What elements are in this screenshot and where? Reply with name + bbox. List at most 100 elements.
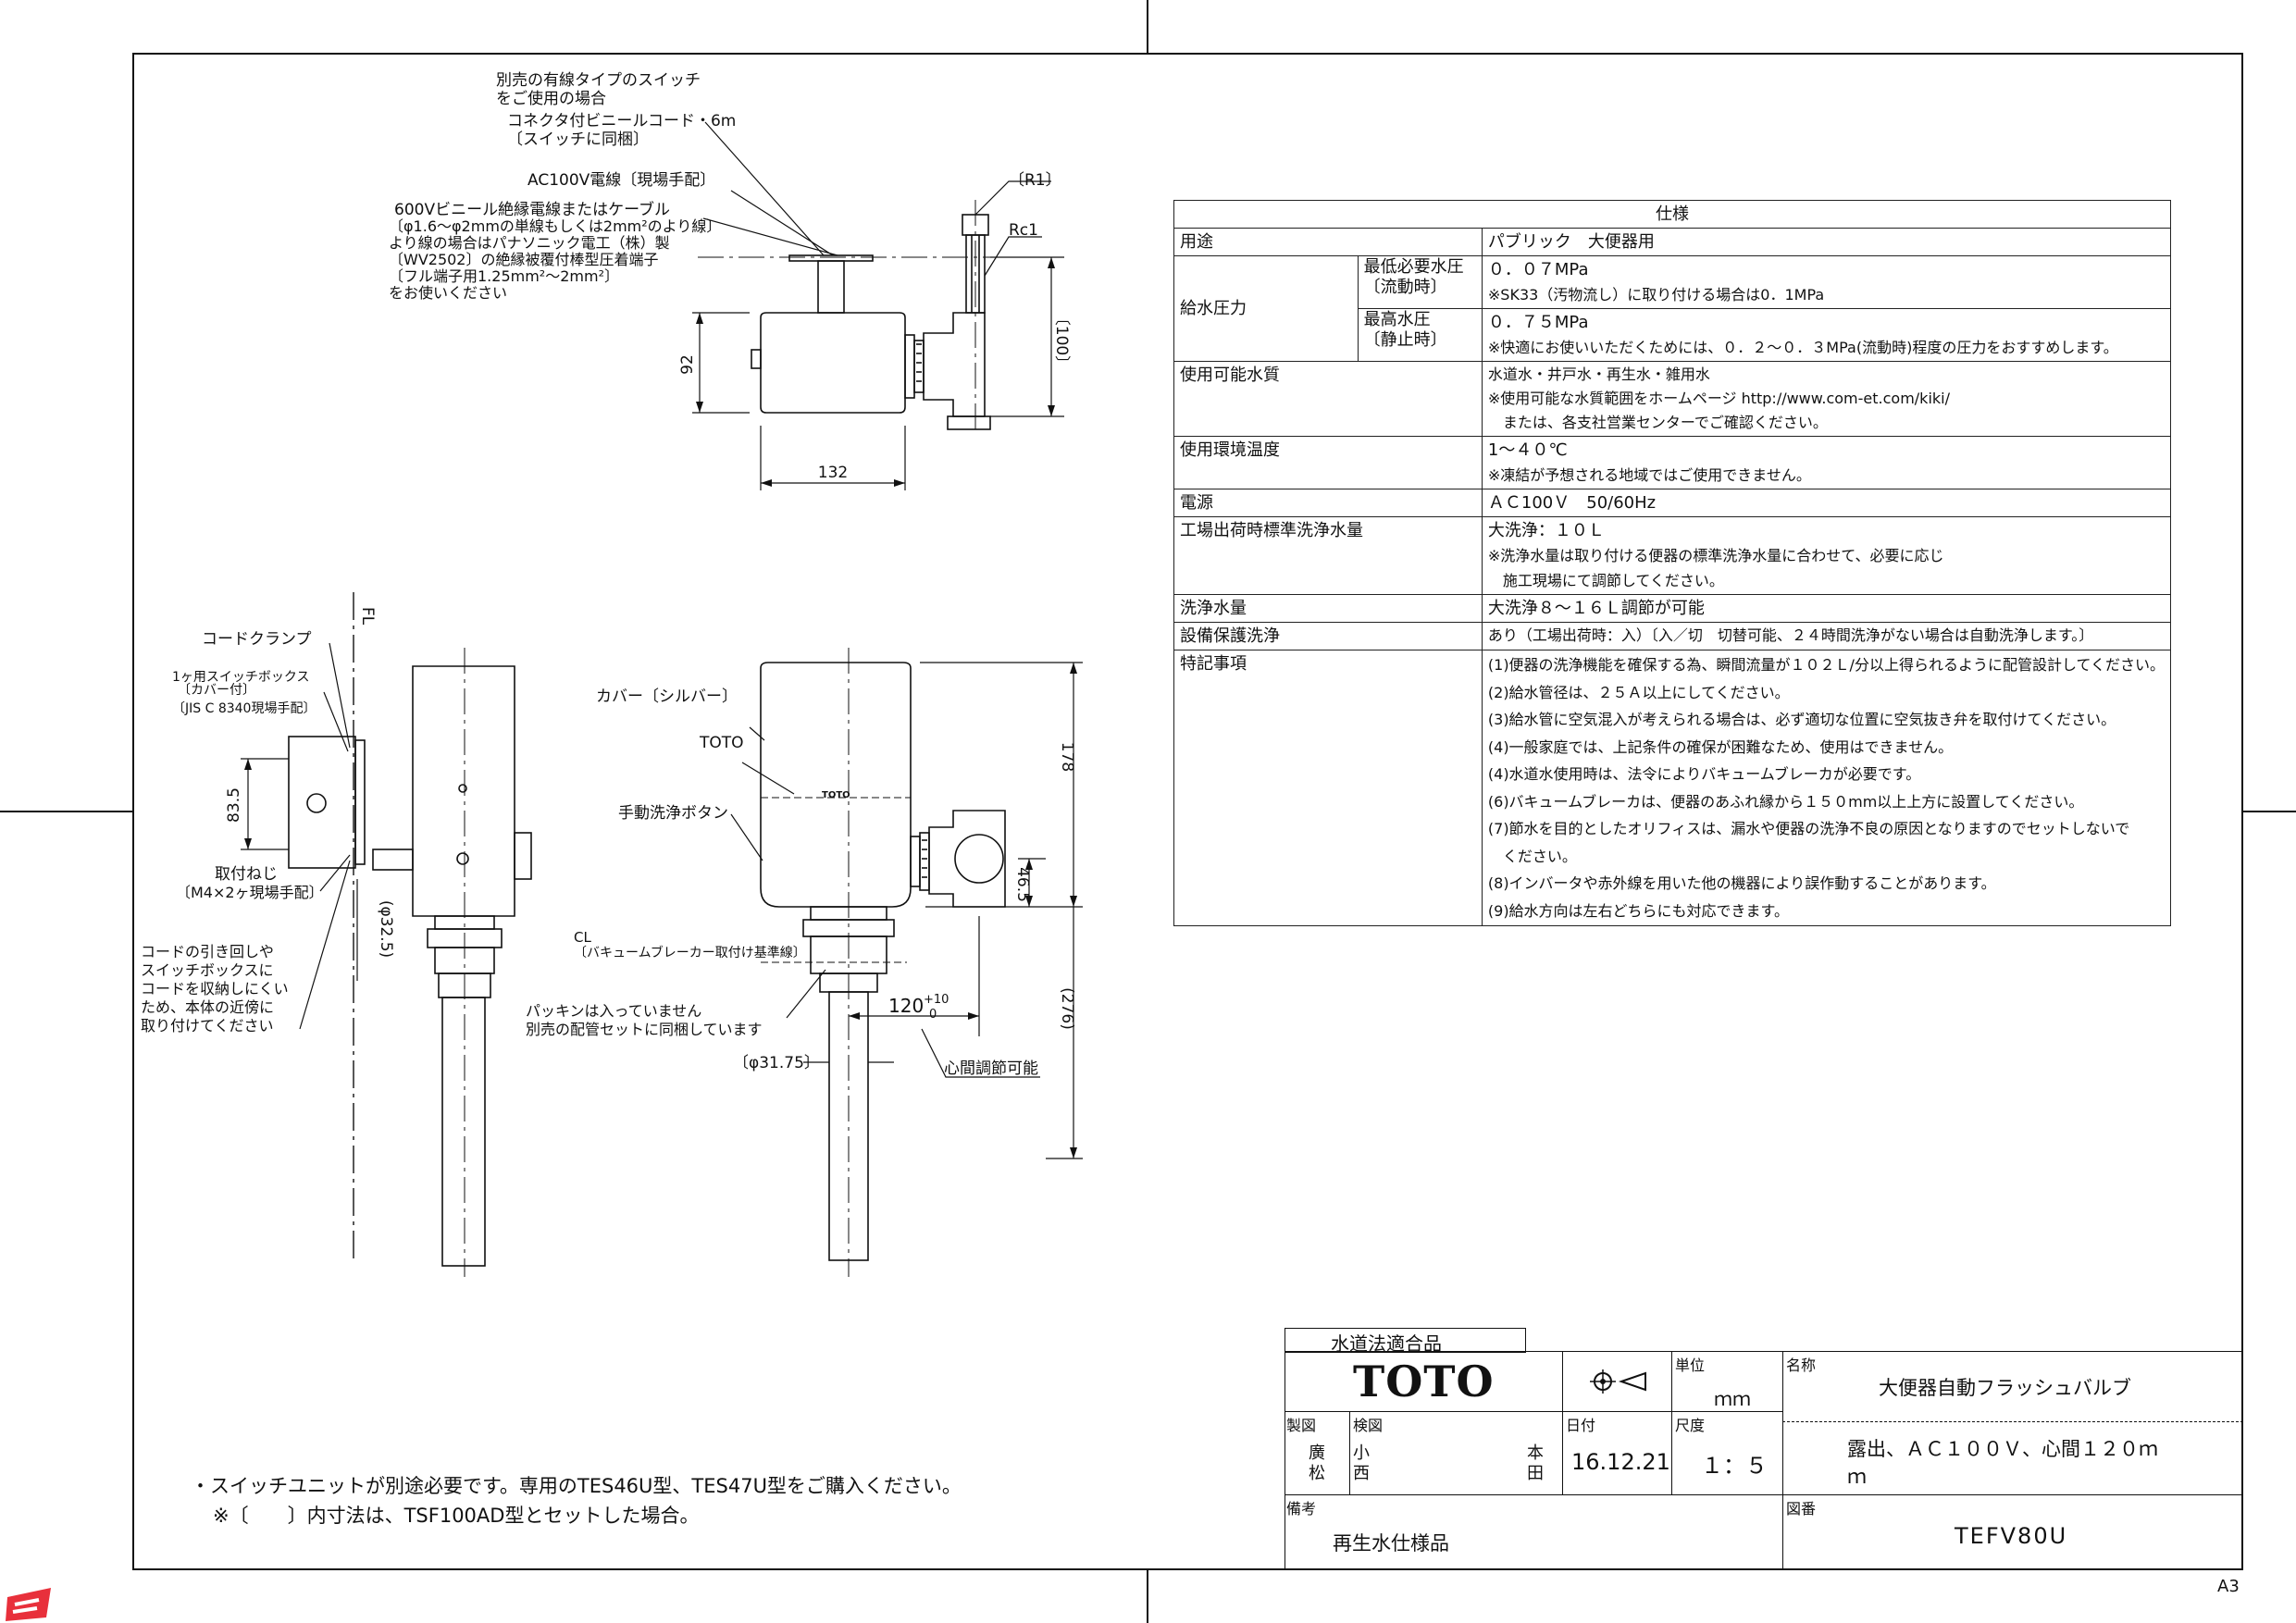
spec-special-label: 特記事項 (1173, 650, 1483, 926)
drawing-no-label: 図番 (1786, 1500, 1817, 1518)
drawing-frame (132, 53, 2243, 1570)
spec-volume-value: 大洗浄８～１６Ｌ調節が可能 (1481, 594, 2172, 623)
label-cl-1: CL (574, 929, 591, 946)
drawn-value-2: 松 (1309, 1464, 1325, 1483)
label-ac-wire: AC100V電線〔現場手配〕 (527, 171, 715, 190)
check-label: 検図 (1353, 1417, 1384, 1434)
label-cord-2: 〔スイッチに同梱〕 (507, 130, 649, 149)
dim-46-5: 46.5 (1013, 867, 1032, 902)
label-switch-box-2: 〔カバー付〕 (178, 683, 255, 698)
spec-min-note: ※SK33（汚物流し）に取り付ける場合は0．1MPa (1487, 286, 1825, 304)
spec-min-value: ０．０７MPa (1487, 260, 1589, 279)
desc-value-2: ｍ (1847, 1466, 1867, 1488)
label-cable-4: 〔WV2502〕の絶縁被覆付棒型圧着端子 (389, 251, 659, 268)
spec-use-value: パブリック 大便器用 (1481, 228, 2172, 256)
label-cl-2: 〔バキュームブレーカー取付け基準線〕 (574, 945, 806, 960)
spec-max-label: 最高水圧〔静止時〕 (1357, 308, 1483, 362)
spec-water-cell: 水道水・井戸水・再生水・雑用水※使用可能な水質範囲をホームページ http://… (1481, 361, 2172, 437)
unit-brand-mark: TOTO (822, 790, 850, 800)
label-manual-button: 手動洗浄ボタン (618, 804, 728, 823)
toto-logo: TOTO (1353, 1357, 1495, 1406)
front-view-valve (760, 648, 1006, 1277)
label-packing-1: パッキンは入っていません (526, 1002, 701, 1020)
special-item: (4)水道水使用時は、法令によりバキュームブレーカが必要です。 (1487, 765, 1921, 783)
dim-31-75: 〔φ31.75〕 (733, 1054, 820, 1072)
spec-header: 仕様 (1173, 200, 2171, 229)
label-routing-5: 取り付けてください (141, 1017, 274, 1035)
dim-120-tol-zero: 0 (929, 1008, 937, 1022)
label-routing-3: コードを収納しにくい (141, 980, 289, 997)
dim-178: 178 (1058, 742, 1076, 772)
label-cable-6: をお使いください (389, 284, 507, 302)
spec-flush-label: 工場出荷時標準洗浄水量 (1173, 516, 1483, 595)
label-switch-box-3: 〔JIS C 8340現場手配〕 (172, 701, 316, 716)
spec-min-label-1: 最低必要水圧 (1363, 257, 1464, 277)
special-item: (2)給水管径は、２５Ａ以上にしてください。 (1487, 683, 1790, 701)
label-fl: FL (358, 607, 377, 626)
spec-max-label-1: 最高水圧 (1363, 310, 1431, 329)
drawn-label: 製図 (1286, 1417, 1317, 1434)
spec-min-label-2: 〔流動時〕 (1363, 278, 1447, 297)
label-screw-1: 取付ねじ (215, 865, 278, 884)
scanner-logo-icon (6, 1588, 51, 1621)
spec-max-value-cell: ０．７５MPa ※快適にお使いいただくためには、０．２～０．３MPa(流動時)程度… (1481, 308, 2172, 362)
dim-92: 92 (678, 354, 697, 375)
spec-temp-cell: 1～４０℃※凍結が予想される地域ではご使用できません。 (1481, 436, 2172, 489)
label-r1: 〔R1〕 (1009, 171, 1061, 190)
label-cable-1: 600Vビニール絶縁電線またはケーブル (394, 200, 670, 219)
scale-value: １：５ (1701, 1453, 1768, 1479)
name-value: 大便器自動フラッシュバルブ (1879, 1377, 2131, 1399)
spec-flush-note-1: ※洗浄水量は取り付ける便器の標準洗浄水量に合わせて、必要に応じ (1487, 547, 1944, 564)
label-brand: TOTO (699, 734, 744, 752)
dim-100: 〔100〕 (1052, 310, 1071, 371)
label-wired-switch-1: 別売の有線タイプのスイッチ (496, 71, 701, 90)
label-screw-2: 〔M4×2ヶ現場手配〕 (176, 884, 324, 901)
name-label: 名称 (1786, 1357, 1817, 1374)
check-value-2: 西 (1353, 1464, 1370, 1483)
label-cord-1: コネクタ付ビニールコード・6m (507, 112, 736, 130)
label-cover: カバー〔シルバー〕 (596, 688, 738, 706)
spec-min-label: 最低必要水圧〔流動時〕 (1357, 255, 1483, 309)
special-item: (7)節水を目的としたオリフィスは、漏水や便器の洗浄不良の原因となりますのでセッ… (1487, 820, 2130, 837)
unit-value: ｍｍ (1714, 1388, 1751, 1410)
spec-flush-value: 大洗浄：１０Ｌ (1487, 521, 1605, 540)
spec-max-value: ０．７５MPa (1487, 313, 1589, 332)
technical-drawing: 別売の有線タイプのスイッチ をご使用の場合 コネクタ付ビニールコード・6m 〔ス… (141, 71, 1083, 1277)
label-routing-2: スイッチボックスに (141, 961, 274, 979)
drawing-no-value: TEFV80U (1955, 1523, 2068, 1549)
check-value-3: 本 (1527, 1443, 1544, 1463)
spec-volume-label: 洗浄水量 (1173, 594, 1483, 623)
special-item: (3)給水管に空気混入が考えられる場合は、必ず適切な位置に空気抜き弁を取付けてく… (1487, 711, 2116, 728)
label-cable-2: 〔φ1.6～φ2mmの単線もしくは2mm²のより線〕 (389, 217, 721, 235)
spec-flush-cell: 大洗浄：１０Ｌ ※洗浄水量は取り付ける便器の標準洗浄水量に合わせて、必要に応じ 施… (1481, 516, 2172, 595)
label-wired-switch-2: をご使用の場合 (496, 89, 606, 108)
label-routing-4: ため、本体の近傍に (141, 998, 274, 1016)
spec-water-value: 水道水・井戸水・再生水・雑用水 (1487, 365, 1710, 383)
special-item: ください。 (1487, 847, 1577, 865)
sheet-size: A3 (2217, 1577, 2240, 1596)
spec-max-note: ※快適にお使いいただくためには、０．２～０．３MPa(流動時)程度の圧力をおすす… (1487, 339, 2118, 356)
special-item: (1)便器の洗浄機能を確保する為、瞬間流量が１０２Ｌ/分以上得られるように配管設… (1487, 656, 2165, 674)
check-value-1: 小 (1353, 1443, 1370, 1463)
label-center-adjust: 心間調節可能 (944, 1059, 1038, 1078)
spec-min-value-cell: ０．０７MPa ※SK33（汚物流し）に取り付ける場合は0．1MPa (1481, 255, 2172, 309)
remarks-label: 備考 (1286, 1500, 1317, 1518)
date-value: 16.12.21 (1571, 1449, 1670, 1475)
spec-pressure-label: 給水圧力 (1173, 255, 1359, 362)
date-label: 日付 (1566, 1417, 1596, 1434)
spec-special-list: (1)便器の洗浄機能を確保する為、瞬間流量が１０２Ｌ/分以上得られるように配管設… (1481, 650, 2172, 926)
label-routing-1: コードの引き回しや (141, 943, 274, 960)
unit-label: 単位 (1675, 1357, 1706, 1374)
special-item: (8)インバータや赤外線を用いた他の機器により誤作動することがあります。 (1487, 874, 1996, 892)
label-packing-2: 別売の配管セットに同梱しています (526, 1021, 763, 1038)
dim-120-tol-plus: +10 (924, 993, 949, 1007)
special-item: (9)給水方向は左右どちらにも対応できます。 (1487, 901, 1789, 920)
spec-temp-note: ※凍結が予想される地域ではご使用できません。 (1487, 466, 1811, 484)
spec-flush-note-2: 施工現場にて調節してください。 (1487, 572, 1724, 589)
spec-power-value: ＡＣ100Ｖ 50/60Hz (1481, 489, 2172, 517)
label-cable-5: 〔フル端子用1.25mm²～2mm²〕 (389, 267, 619, 285)
spec-power-label: 電源 (1173, 489, 1483, 517)
spec-water-label: 使用可能水質 (1173, 361, 1483, 437)
label-cord-clamp: コードクランプ (202, 630, 312, 649)
